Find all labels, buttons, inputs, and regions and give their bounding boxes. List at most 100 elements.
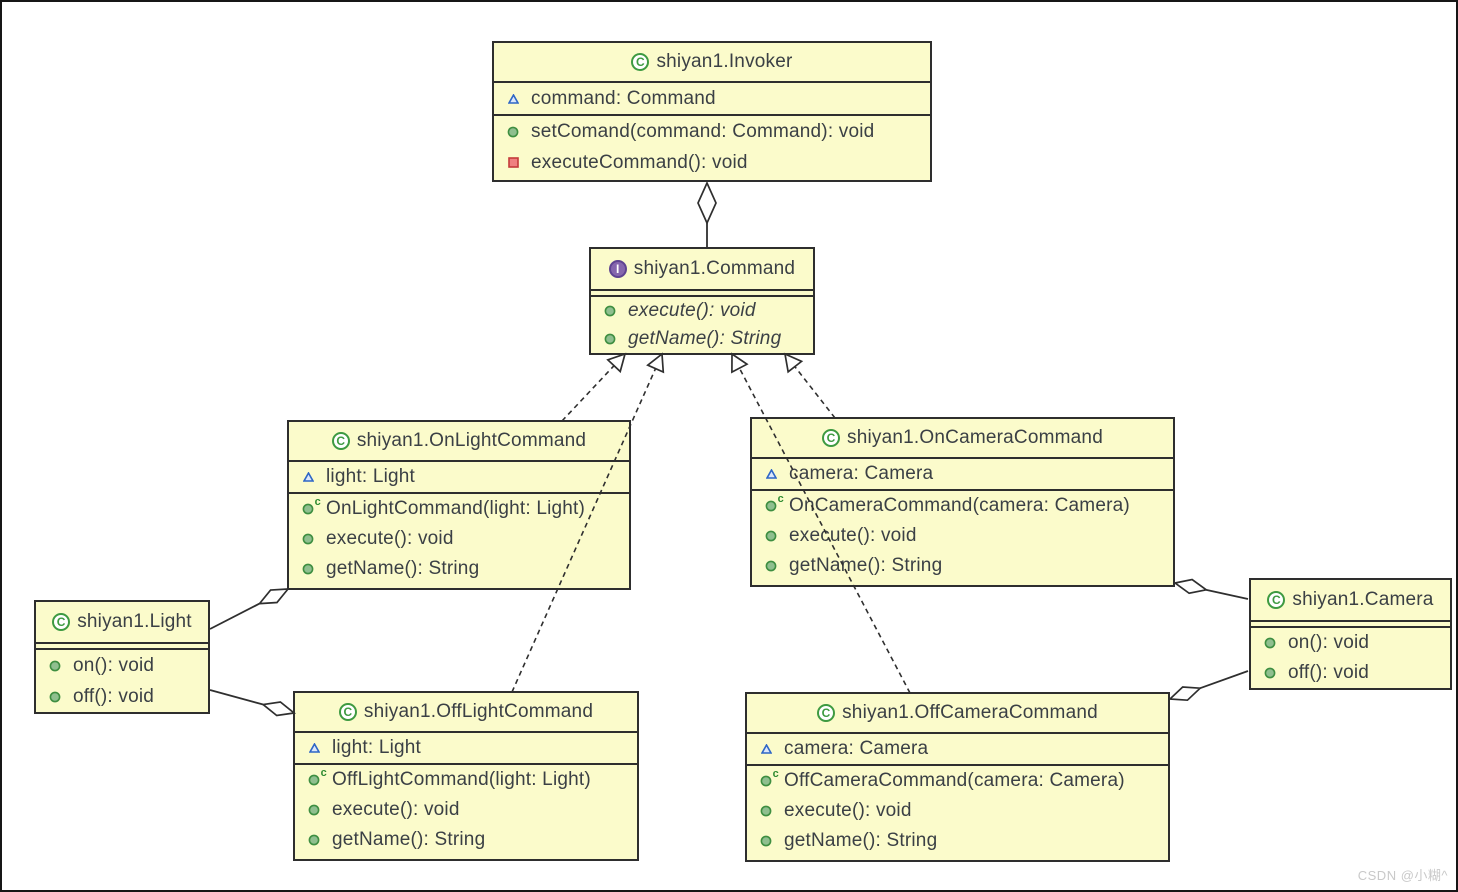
method-text: getName(): String — [628, 328, 782, 349]
method-text: execute(): void — [789, 525, 917, 546]
method-row: executeCommand(): void — [494, 147, 930, 178]
methods-compartment: execute(): void getName(): String — [591, 297, 813, 353]
public-method-icon — [1261, 637, 1279, 649]
method-text: executeCommand(): void — [531, 151, 748, 173]
method-text: execute(): void — [784, 800, 912, 821]
field-text: command: Command — [531, 87, 716, 109]
constructor-row: c OffCameraCommand(camera: Camera) — [747, 766, 1168, 796]
field-icon — [762, 469, 780, 479]
methods-compartment: c OnLightCommand(light: Light) execute()… — [289, 494, 629, 584]
class-name: shiyan1.OnLightCommand — [356, 430, 587, 451]
hollow-triangle-arrowhead — [783, 352, 804, 374]
field-row: light: Light — [295, 733, 637, 763]
interface-node-command[interactable]: I shiyan1.Command execute(): void getNam… — [589, 247, 815, 355]
public-method-icon — [46, 691, 64, 703]
empty-fields-separator — [36, 644, 208, 650]
hollow-diamond — [257, 588, 290, 605]
realization-line — [561, 365, 615, 422]
empty-fields-separator — [1251, 622, 1450, 628]
method-text: on(): void — [73, 654, 155, 676]
methods-compartment: c OnCameraCommand(camera: Camera) execut… — [752, 491, 1173, 581]
field-text: light: Light — [332, 737, 422, 758]
public-method-icon — [299, 533, 317, 545]
public-method-icon — [762, 560, 780, 572]
class-title: C shiyan1.OffLightCommand — [295, 693, 637, 733]
method-text: execute(): void — [628, 300, 756, 321]
class-node-off-light-command[interactable]: C shiyan1.OffLightCommand light: Light c… — [293, 691, 639, 861]
method-text: OffLightCommand(light: Light) — [332, 769, 591, 790]
field-icon — [305, 743, 323, 753]
method-text: execute(): void — [332, 799, 460, 820]
class-node-invoker[interactable]: C shiyan1.Invoker command: Command setCo… — [492, 41, 932, 182]
field-row: light: Light — [289, 462, 629, 492]
class-icon: C — [822, 429, 841, 447]
fields-compartment: camera: Camera — [747, 734, 1168, 766]
class-name: shiyan1.Invoker — [656, 51, 793, 72]
fields-compartment: light: Light — [295, 733, 637, 765]
public-method-icon — [299, 563, 317, 575]
abstract-method-row: execute(): void — [591, 297, 813, 325]
interface-icon: I — [608, 260, 627, 278]
class-node-on-light-command[interactable]: C shiyan1.OnLightCommand light: Light c … — [287, 420, 631, 590]
hollow-triangle-arrowhead — [646, 352, 665, 374]
field-row: camera: Camera — [752, 459, 1173, 489]
class-icon: C — [1267, 591, 1286, 609]
method-text: getName(): String — [332, 829, 486, 850]
method-row: off(): void — [36, 681, 208, 712]
method-text: getName(): String — [784, 830, 938, 851]
method-text: OnLightCommand(light: Light) — [326, 498, 586, 519]
class-name: shiyan1.OffLightCommand — [363, 701, 594, 722]
connector-off-camera-command-aggregates-camera — [1168, 670, 1249, 702]
class-node-light[interactable]: C shiyan1.Light on(): void off(): void — [34, 600, 210, 714]
class-node-off-camera-command[interactable]: C shiyan1.OffCameraCommand camera: Camer… — [745, 692, 1170, 862]
class-node-on-camera-command[interactable]: C shiyan1.OnCameraCommand camera: Camera… — [750, 417, 1175, 587]
method-row: on(): void — [1251, 628, 1450, 658]
constructor-icon: c — [305, 768, 327, 786]
class-title: C shiyan1.OffCameraCommand — [747, 694, 1168, 734]
interface-title: I shiyan1.Command — [591, 249, 813, 291]
class-name: shiyan1.OffCameraCommand — [842, 702, 1098, 723]
association-line — [1206, 588, 1249, 600]
method-row: getName(): String — [752, 551, 1173, 581]
field-icon — [299, 472, 317, 482]
fields-compartment: camera: Camera — [752, 459, 1173, 491]
public-method-icon — [46, 660, 64, 672]
fields-compartment: light: Light — [289, 462, 629, 494]
field-icon — [504, 93, 522, 104]
class-node-camera[interactable]: C shiyan1.Camera on(): void off(): void — [1249, 578, 1452, 690]
method-text: execute(): void — [326, 528, 454, 549]
connector-on-camera-command-implements-command — [783, 352, 836, 419]
methods-compartment: c OffCameraCommand(camera: Camera) execu… — [747, 766, 1168, 856]
methods-compartment: setComand(command: Command): void execut… — [494, 116, 930, 178]
hollow-triangle-arrowhead — [731, 352, 749, 374]
public-method-icon — [601, 305, 619, 317]
public-method-icon — [757, 805, 775, 817]
class-name: shiyan1.Light — [77, 611, 192, 632]
public-method-icon — [504, 126, 522, 138]
public-method-icon — [305, 804, 323, 816]
method-text: setComand(command: Command): void — [531, 120, 875, 142]
hollow-diamond — [1172, 578, 1209, 595]
constructor-icon: c — [757, 769, 779, 787]
connector-off-light-command-aggregates-light — [209, 689, 297, 717]
class-title: C shiyan1.Camera — [1251, 580, 1450, 622]
methods-compartment: on(): void off(): void — [36, 650, 208, 712]
class-title: C shiyan1.Light — [36, 602, 208, 644]
field-text: camera: Camera — [784, 738, 929, 759]
connector-on-camera-command-aggregates-camera — [1172, 578, 1249, 600]
csdn-watermark: CSDN @小糊^ — [1357, 868, 1448, 883]
method-row: getName(): String — [747, 826, 1168, 856]
method-text: OnCameraCommand(camera: Camera) — [789, 495, 1130, 516]
method-text: off(): void — [73, 685, 155, 707]
constructor-row: c OnCameraCommand(camera: Camera) — [752, 491, 1173, 521]
method-text: on(): void — [1288, 632, 1370, 653]
connector-on-light-command-aggregates-light — [209, 588, 290, 630]
constructor-row: c OnLightCommand(light: Light) — [289, 494, 629, 524]
class-name: shiyan1.Camera — [1292, 589, 1434, 610]
class-icon: C — [338, 703, 357, 721]
hollow-triangle-arrowhead — [606, 352, 627, 374]
hollow-diamond — [261, 701, 297, 717]
realization-line — [794, 366, 836, 419]
class-title: C shiyan1.Invoker — [494, 43, 930, 83]
